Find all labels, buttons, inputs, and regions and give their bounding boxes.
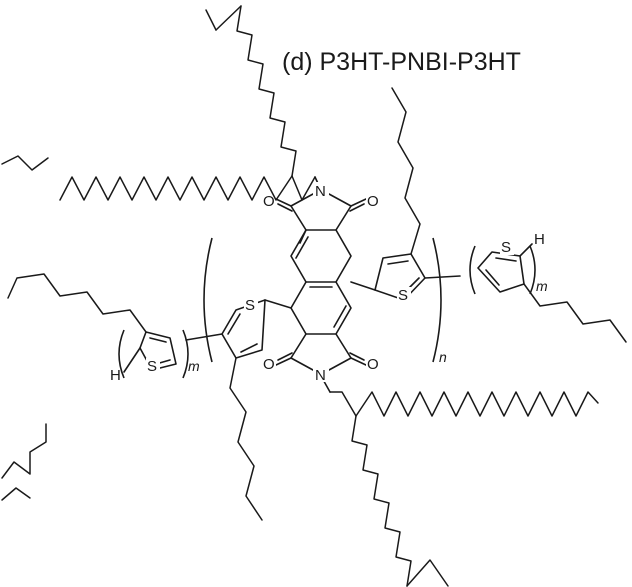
left-p3ht-block: [7, 273, 189, 379]
right-p3ht-block: [469, 243, 627, 343]
p3ht-left-subscript: m: [188, 358, 200, 374]
pnbi-repeat-brackets: [203, 237, 442, 363]
h-atom-right-end: H: [534, 231, 545, 248]
o-atom-lower-right: O: [367, 356, 379, 373]
edge-chain-fragments: [1, 155, 49, 501]
s-atom-right-p3ht: S: [501, 239, 511, 256]
s-atom-left-p3ht: S: [147, 358, 157, 375]
figure-title: (d) P3HT-PNBI-P3HT: [282, 48, 521, 76]
lower-branched-alkyl-chain: [329, 391, 599, 587]
s-atom-left-thiophene: S: [245, 297, 255, 314]
n-atom-upper: N: [315, 183, 326, 200]
o-atom-lower-left: O: [263, 356, 275, 373]
p3ht-right-subscript: m: [536, 278, 548, 294]
o-atom-upper-right: O: [367, 193, 379, 210]
n-atom-lower: N: [315, 367, 326, 384]
core-atom-labels: N O O N O O: [262, 182, 380, 384]
h-atom-left-end: H: [110, 367, 121, 384]
upper-branched-alkyl-chain: [59, 5, 316, 201]
pnbi-repeat-subscript: n: [439, 349, 447, 365]
left-thiophene: [185, 299, 292, 521]
naphthalene-core: [290, 229, 352, 335]
o-atom-upper-left: O: [263, 193, 275, 210]
s-atom-right-thiophene: S: [398, 287, 408, 304]
